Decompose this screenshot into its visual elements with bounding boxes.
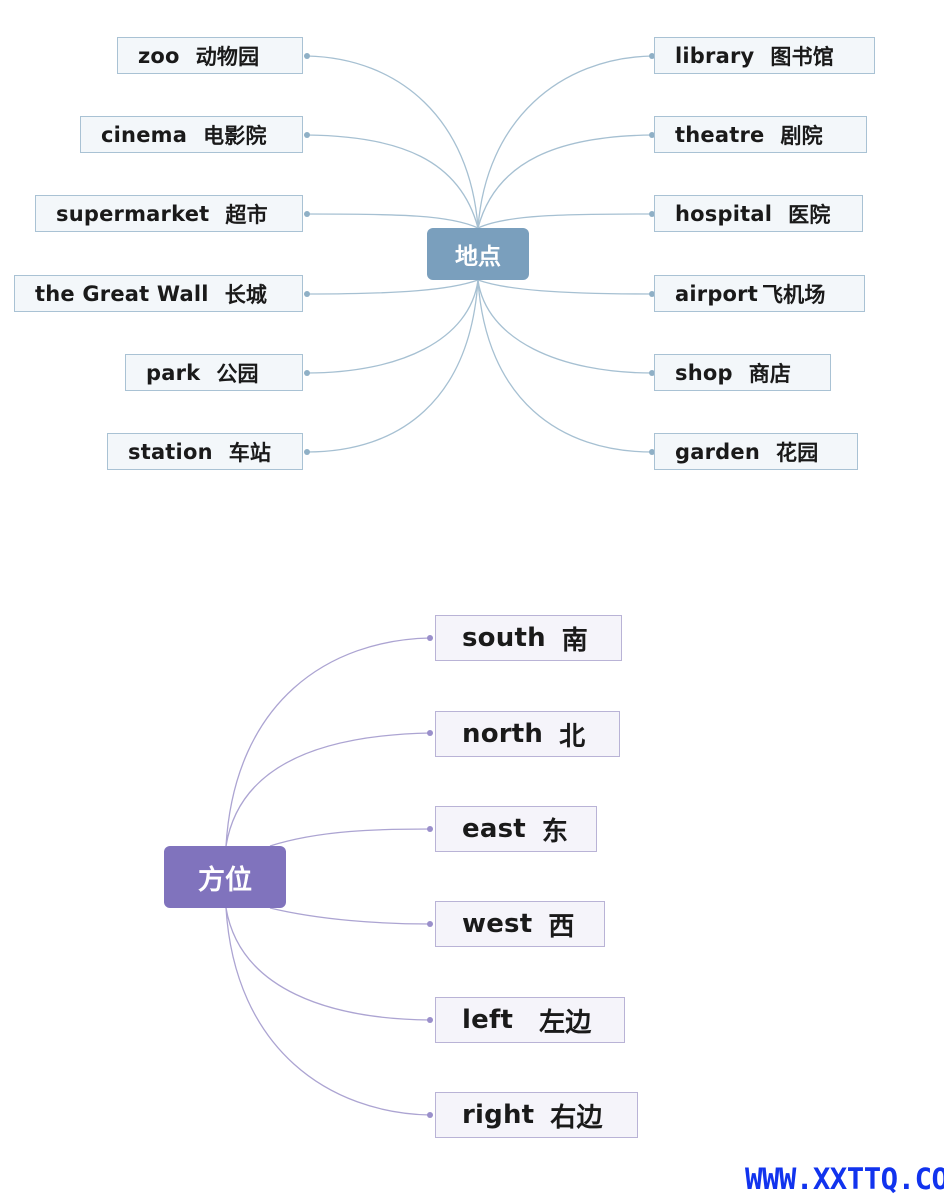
node-chinese: 东 — [541, 816, 569, 847]
node-north: north 北 — [435, 711, 620, 757]
node-english: shop — [675, 360, 733, 385]
node-theatre: theatre 剧院 — [654, 116, 867, 153]
node-hospital: hospital 医院 — [654, 195, 863, 232]
node-chinese: 图书馆 — [770, 44, 835, 69]
watermark: WWW.XXTTQ.COM — [745, 1162, 944, 1196]
node-chinese: 超市 — [225, 202, 268, 227]
node-english: station — [128, 439, 213, 464]
node-chinese: 剧院 — [780, 123, 823, 148]
node-english: the Great Wall — [35, 281, 209, 306]
node-chinese: 公园 — [216, 361, 259, 386]
node-english: supermarket — [56, 201, 210, 226]
node-chinese: 电影院 — [203, 123, 267, 148]
node-left: left 左边 — [435, 997, 625, 1043]
node-english: right — [462, 1100, 535, 1130]
node-garden: garden 花园 — [654, 433, 858, 470]
node-chinese: 南 — [561, 625, 588, 656]
node-english: airport — [675, 281, 758, 306]
node-english: east — [462, 814, 526, 844]
node-chinese: 商店 — [748, 361, 792, 386]
node-english: park — [146, 360, 201, 385]
node-chinese: 动物园 — [195, 44, 260, 69]
node-south: south 南 — [435, 615, 622, 661]
node-chinese: 北 — [559, 721, 586, 752]
node-supermarket: supermarket 超市 — [35, 195, 303, 232]
node-station: station 车站 — [107, 433, 303, 470]
node-english: library — [675, 43, 755, 68]
node-library: library 图书馆 — [654, 37, 875, 74]
node-cinema: cinema 电影院 — [80, 116, 303, 153]
node-chinese: 花园 — [776, 440, 819, 465]
node-chinese: 左边 — [539, 1007, 592, 1038]
node-right: right 右边 — [435, 1092, 638, 1138]
node-english: left — [462, 1005, 514, 1035]
node-chinese: 西 — [548, 911, 575, 942]
node-chinese: 右边 — [550, 1102, 603, 1133]
node-chinese: 医院 — [788, 202, 831, 227]
node-chinese: 车站 — [228, 440, 272, 465]
node-english: theatre — [675, 122, 765, 147]
node-zoo: zoo 动物园 — [117, 37, 303, 74]
node-english: garden — [675, 439, 760, 464]
node-west: west 西 — [435, 901, 605, 947]
node-chinese: 长城 — [224, 282, 268, 307]
node-english: south — [462, 623, 546, 653]
node-park: park 公园 — [125, 354, 303, 391]
node-shop: shop 商店 — [654, 354, 831, 391]
node-east: east 东 — [435, 806, 597, 852]
node-the-great-wall: the Great Wall 长城 — [14, 275, 303, 312]
node-chinese: 飞机场 — [761, 282, 826, 307]
node-english: hospital — [675, 201, 773, 226]
node-english: north — [462, 719, 544, 749]
node-english: west — [462, 909, 533, 939]
directions-hub-node: 方位 — [164, 846, 286, 908]
node-airport: airport 飞机场 — [654, 275, 865, 312]
node-english: cinema — [101, 122, 188, 147]
places-hub-node: 地点 — [427, 228, 529, 280]
node-english: zoo — [138, 43, 180, 68]
